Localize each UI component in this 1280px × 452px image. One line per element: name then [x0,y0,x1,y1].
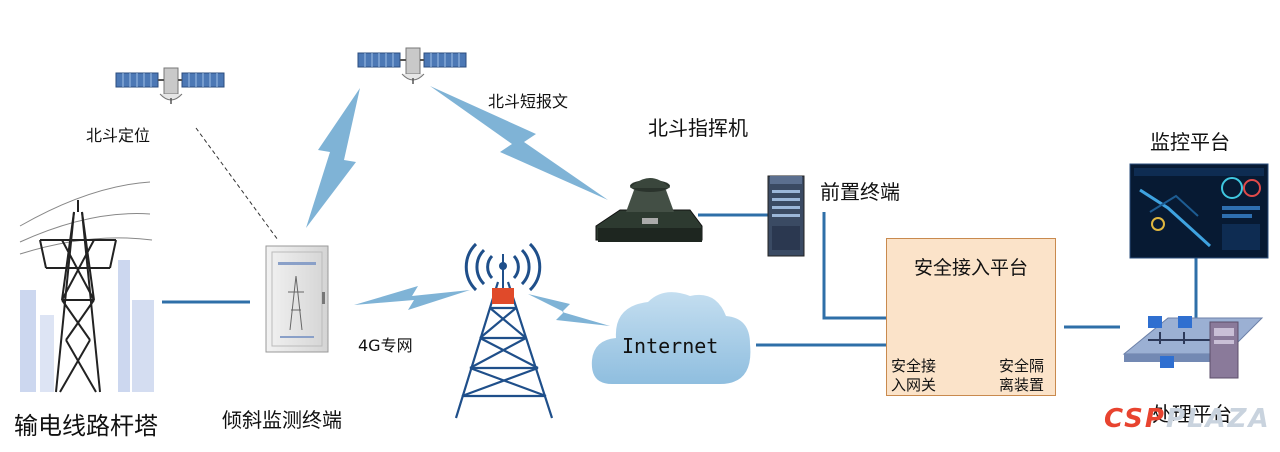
network-workstations-icon [1122,316,1264,379]
isolation-device-line-2: 离装置 [999,376,1045,394]
label-processing-platform: 处理平台 [1152,402,1232,426]
beidou-command-unit-icon [595,178,703,242]
signal-bolt-4g [354,286,470,310]
signal-bolt-tower-internet [528,294,610,326]
cloud-icon [591,292,751,384]
secure-access-platform: 安全接入平台 安全接 入网关 安全隔 离装置 [886,238,1056,396]
signal-bolt-terminal-satellite [306,88,360,228]
label-tower: 输电线路杆塔 [14,412,158,440]
positioning-dash-line [195,127,279,241]
label-beidou-short-message: 北斗短报文 [488,92,569,111]
server-gateway-link [822,212,888,320]
satellite-icon [357,47,467,84]
watermark-part-b: PLAZA [1165,404,1271,434]
label-monitor-terminal: 倾斜监测终端 [222,408,342,432]
dashboard-icon [1129,163,1269,259]
power-tower-icon [19,181,154,393]
satellite-icon [115,67,225,104]
secure-gateway-label: 安全接 入网关 [891,357,936,395]
secure-gateway-line-1: 安全接 [891,357,937,375]
isolation-device-line-1: 安全隔 [999,357,1045,375]
label-network-4g: 4G专网 [358,336,413,355]
label-internet: Internet [622,334,719,358]
monitoring-cabinet-icon [265,245,329,353]
label-monitoring-platform: 监控平台 [1150,130,1230,154]
label-front-terminal: 前置终端 [820,180,900,204]
secure-platform-title: 安全接入平台 [913,257,1028,279]
label-beidou-positioning: 北斗定位 [86,126,151,145]
watermark-logo: CSPPLAZA [1104,404,1271,434]
isolation-device-label: 安全隔 离装置 [999,357,1044,395]
server-icon [767,175,805,257]
connection-lines [162,212,1198,347]
signal-bolt-satellite-command [430,86,608,200]
signal-tower-icon [454,242,554,419]
label-beidou-command: 北斗指挥机 [648,116,748,140]
wireless-signals [306,86,610,326]
watermark-part-a: CSP [1104,404,1166,434]
secure-gateway-line-2: 入网关 [891,376,937,394]
